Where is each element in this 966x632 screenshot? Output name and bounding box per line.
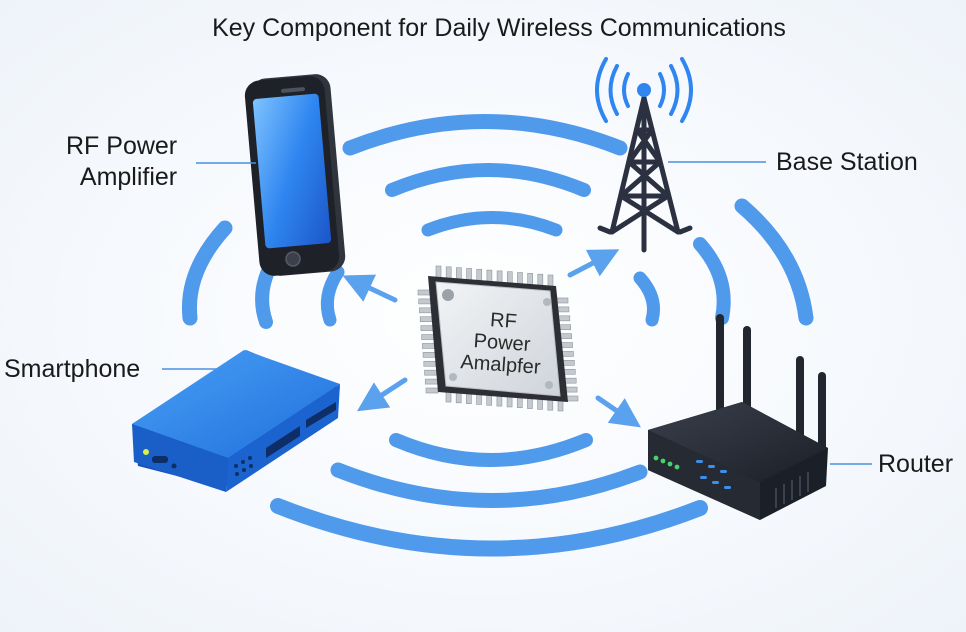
chip-pin (417, 289, 431, 296)
signal-arrows (342, 249, 641, 428)
chip-pin (496, 270, 503, 284)
chip-pin (422, 343, 435, 349)
chip-pin (560, 342, 573, 348)
chip-pin (556, 306, 570, 313)
chip-label: RF Power Amalpfer (444, 306, 560, 380)
label-base-station: Base Station (776, 148, 918, 176)
chip-pin (420, 325, 434, 331)
router-icon (648, 314, 828, 520)
wave-right-3 (734, 198, 814, 326)
wave-right-2 (693, 237, 731, 325)
chip-pin (418, 298, 432, 305)
arrow-to-router (595, 395, 641, 428)
phone-icon (244, 74, 346, 276)
arrow-to-phone (342, 274, 398, 303)
wave-bottom-1 (389, 433, 593, 467)
wave-bottom-2 (330, 462, 648, 508)
chip-pin (517, 272, 523, 285)
arrow-to-tower (567, 249, 620, 278)
tower-icon (597, 95, 693, 253)
chip-pin (419, 307, 432, 314)
chip-pin (421, 334, 434, 340)
chip-pin (559, 333, 572, 339)
chip-pin (425, 387, 439, 394)
wave-left-3 (181, 220, 233, 326)
chip-icon (417, 265, 579, 412)
wave-top-1 (342, 114, 628, 156)
power-bank-icon (132, 350, 340, 492)
chip-pin (435, 265, 442, 279)
wave-right-1 (633, 271, 660, 327)
signal-waves (181, 114, 814, 557)
chip-pin (562, 368, 576, 375)
chip-pin (486, 269, 493, 283)
label-leaders (162, 161, 872, 465)
chip-pin (561, 351, 574, 357)
wave-top-3 (421, 211, 563, 237)
chip-pin (424, 378, 438, 385)
chip-pin (476, 268, 483, 282)
wave-top-2 (385, 163, 591, 197)
wave-bottom-3 (270, 498, 708, 557)
chip-pin (506, 271, 513, 285)
chip-pin (547, 274, 554, 288)
label-smartphone: Smartphone (4, 355, 141, 383)
chip-pin (537, 273, 544, 287)
chip-pin (456, 267, 462, 280)
chip-pin (422, 352, 436, 358)
chip-pin (527, 273, 533, 286)
chip-pin (558, 324, 572, 331)
wave-left-1 (320, 265, 345, 327)
label-rf-power-line1: RF Power (66, 132, 178, 160)
label-router: Router (878, 450, 954, 478)
chip-pin (562, 360, 575, 366)
chip-pin (423, 360, 437, 367)
chip-pin (563, 377, 577, 384)
page-subtitle: Key Component for Daily Wireless Communi… (212, 14, 786, 42)
chip-pin (466, 268, 472, 281)
chip-pin (555, 297, 569, 304)
chip-pin (424, 369, 437, 376)
label-rf-power-amplifier: RF Power Amplifier (66, 131, 177, 193)
arrow-to-bank (356, 377, 408, 412)
chip-pin (419, 316, 433, 323)
chip-pin (445, 266, 452, 280)
label-rf-power-line2: Amplifier (79, 163, 178, 191)
tower-signal-icon (595, 57, 693, 123)
